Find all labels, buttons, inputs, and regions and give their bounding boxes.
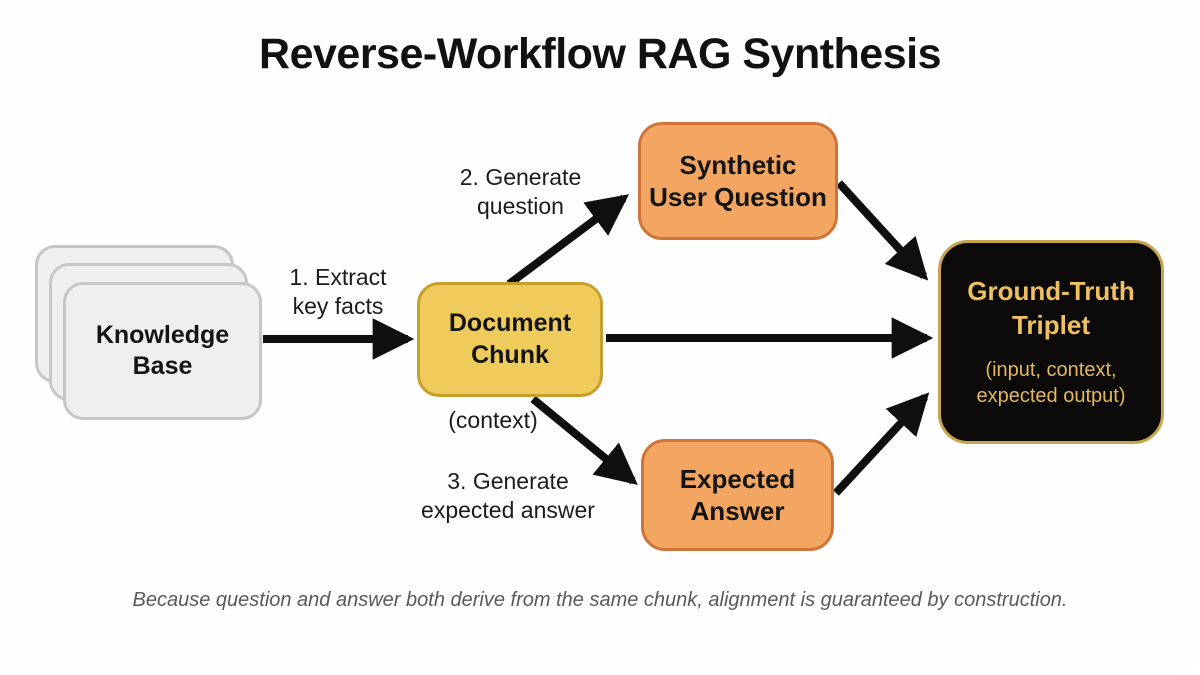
arrow-question-to-triplet <box>836 180 929 281</box>
ground-truth-triplet-node: Ground-Truth Triplet (input, context, ex… <box>938 240 1164 444</box>
knowledge-base-label: Knowledge Base <box>95 320 230 381</box>
edge-label-step2: 2. Generate question <box>459 164 582 220</box>
footer-caption: Because question and answer both derive … <box>132 589 1068 611</box>
arrow-answer-to-triplet <box>833 392 930 496</box>
diagram-title: Reverse-Workflow RAG Synthesis <box>259 30 941 78</box>
expected-answer-node: Expected Answer <box>641 439 834 551</box>
context-label: (context) <box>448 407 538 433</box>
ground-truth-title: Ground-Truth Triplet <box>967 275 1135 340</box>
edge-label-step3: 3. Generate expected answer <box>421 468 595 524</box>
synthetic-user-question-node: Synthetic User Question <box>638 122 838 240</box>
stacked-card-front: Knowledge Base <box>63 282 262 420</box>
edge-label-step1: 1. Extract key facts <box>289 264 387 320</box>
document-chunk-node: Document Chunk <box>417 282 603 397</box>
knowledge-base-node: Knowledge Base <box>35 245 262 420</box>
ground-truth-subtext: (input, context, expected output) <box>976 359 1126 408</box>
